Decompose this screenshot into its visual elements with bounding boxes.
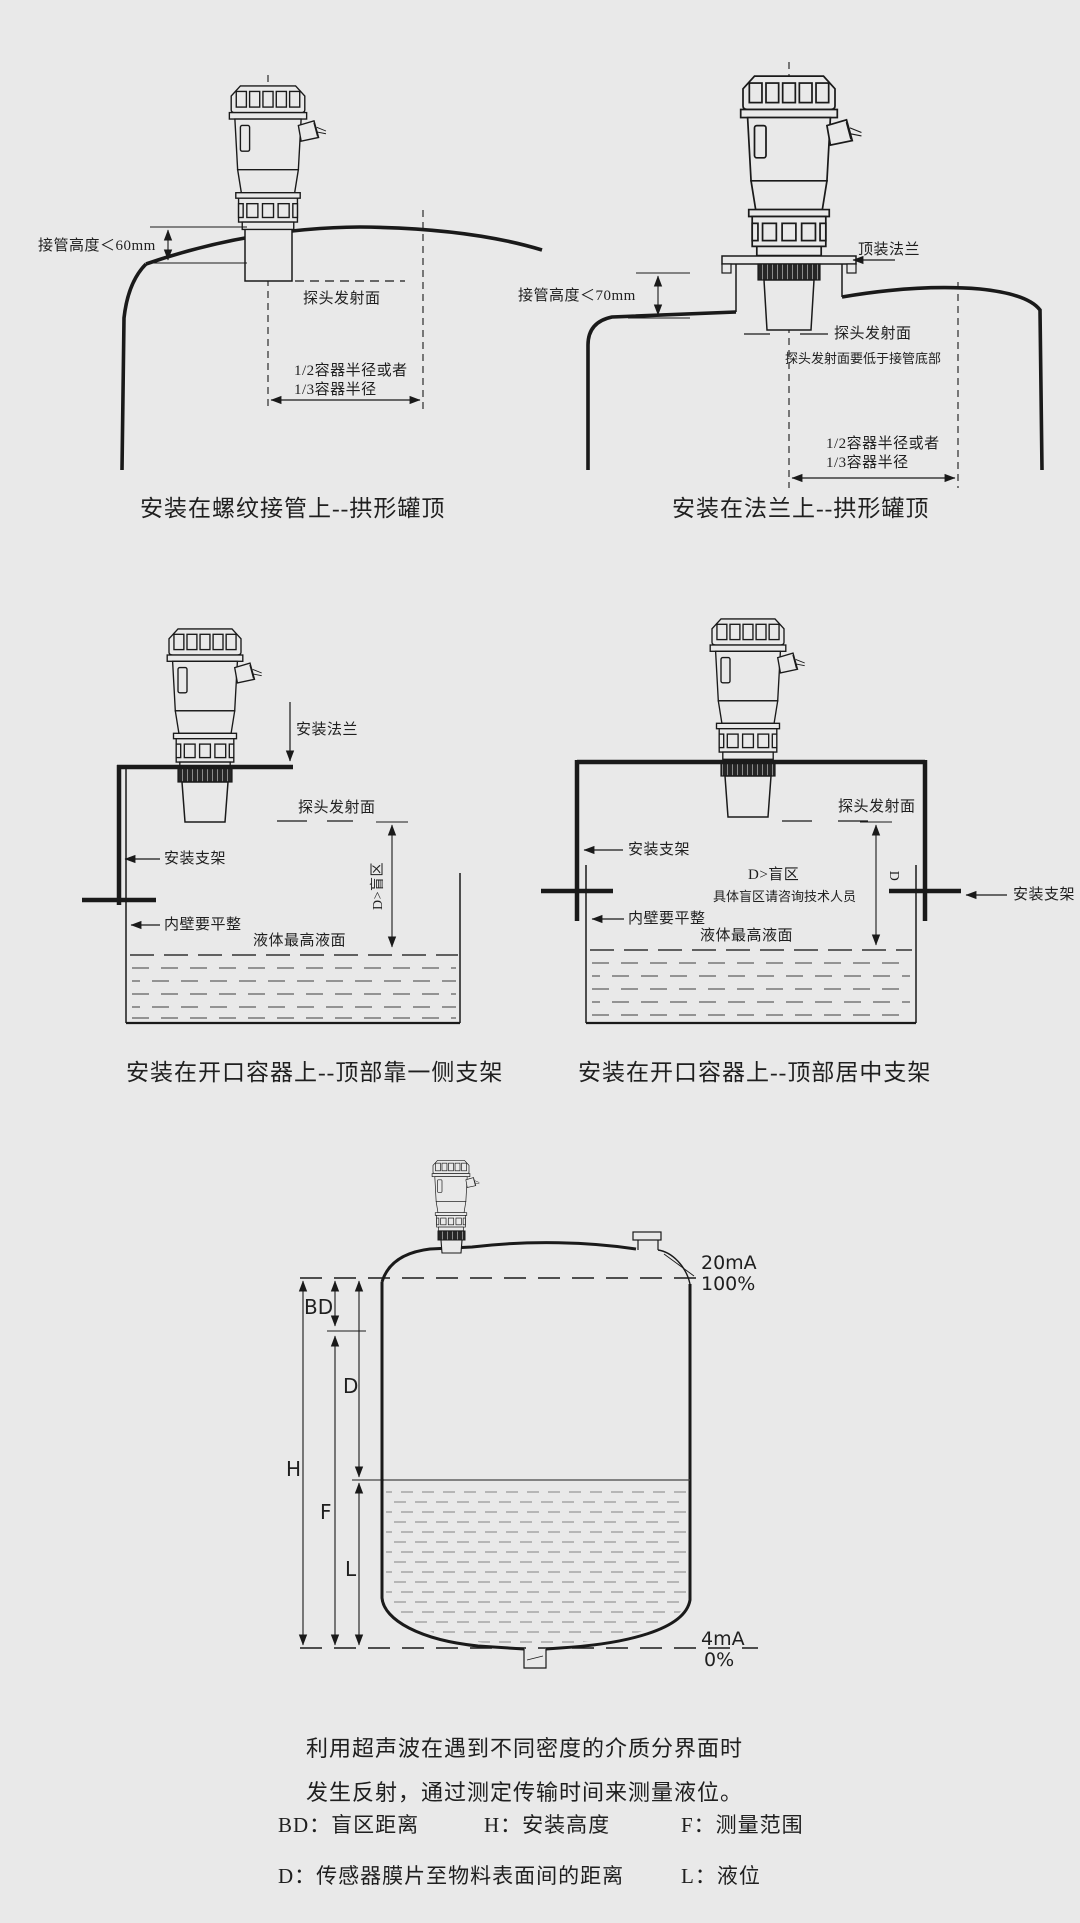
probe-face-label-3: 探头发射面 [298,800,376,816]
principle-text-line1: 利用超声波在遇到不同密度的介质分界面时 [306,1736,744,1761]
diagram-5-measuring-range-tank [298,1160,758,1669]
max-level-label-3: 液体最高液面 [253,933,347,949]
output-20ma-label: 20mA [701,1252,757,1274]
top-flange-label-2: 顶装法兰 [858,242,921,258]
diagram-2-flange-arched-roof [586,62,1044,488]
legend-h: H：安装高度 [484,1813,611,1837]
diagram-4-open-vessel-center-bracket [541,618,1007,1025]
probe-face-note-2: 探头发射面要低于接管底部 [785,351,942,366]
legend-l: L：液位 [681,1864,761,1888]
caption-diagram-1: 安装在螺纹接管上--拱形罐顶 [140,496,446,521]
caption-diagram-3: 安装在开口容器上--顶部靠一侧支架 [126,1060,504,1085]
level-0pct-label: 0% [704,1649,735,1671]
radius-note-1-line1: 1/2容器半径或者 [294,363,408,379]
dim-d-label-4: D [886,870,902,882]
radius-note-1-line2: 1/3容器半径 [294,382,377,398]
dim-h-label: H [286,1457,302,1481]
probe-face-label-1: 探头发射面 [303,291,381,307]
principle-text-line2: 发生反射，通过测定传输时间来测量液位。 [306,1780,744,1805]
blind-zone-label-4: D>盲区 [748,867,800,883]
probe-face-label-2: 探头发射面 [834,326,912,342]
dim-f-label: F [320,1500,332,1524]
dim-d-label-5: D [343,1374,359,1398]
bracket-label-3: 安装支架 [164,851,227,867]
blind-zone-label-3: D>盲区 [370,861,386,911]
probe-face-label-4: 探头发射面 [838,799,916,815]
diagram-1-threaded-pipe-arched-roof [120,75,543,471]
output-4ma-label: 4mA [701,1628,745,1650]
max-level-label-4: 液体最高液面 [700,928,794,944]
legend-f: F：测量范围 [681,1813,804,1837]
mount-flange-label-3: 安装法兰 [296,722,359,738]
dim-l-label: L [345,1557,357,1581]
caption-diagram-2: 安装在法兰上--拱形罐顶 [672,496,930,521]
legend-d: D：传感器膜片至物料表面间的距离 [278,1864,625,1888]
dim-bd-label: BD [304,1295,334,1319]
blind-zone-note-4: 具体盲区请咨询技术人员 [713,889,857,904]
wall-flat-label-4: 内壁要平整 [628,911,706,927]
radius-note-2-line2: 1/3容器半径 [826,455,909,471]
radius-note-2-line1: 1/2容器半径或者 [826,436,940,452]
pipe-height-label-1: 接管高度＜60mm [38,238,156,254]
bracket-right-label-4: 安装支架 [1013,887,1076,903]
caption-diagram-4: 安装在开口容器上--顶部居中支架 [578,1060,932,1085]
level-100pct-label: 100% [701,1273,756,1295]
wall-flat-label-3: 内壁要平整 [164,917,242,933]
bracket-left-label-4: 安装支架 [628,842,691,858]
legend-bd: BD：盲区距离 [278,1813,420,1837]
diagram-3-open-vessel-side-bracket [82,628,461,1025]
pipe-height-label-2: 接管高度＜70mm [518,288,636,304]
